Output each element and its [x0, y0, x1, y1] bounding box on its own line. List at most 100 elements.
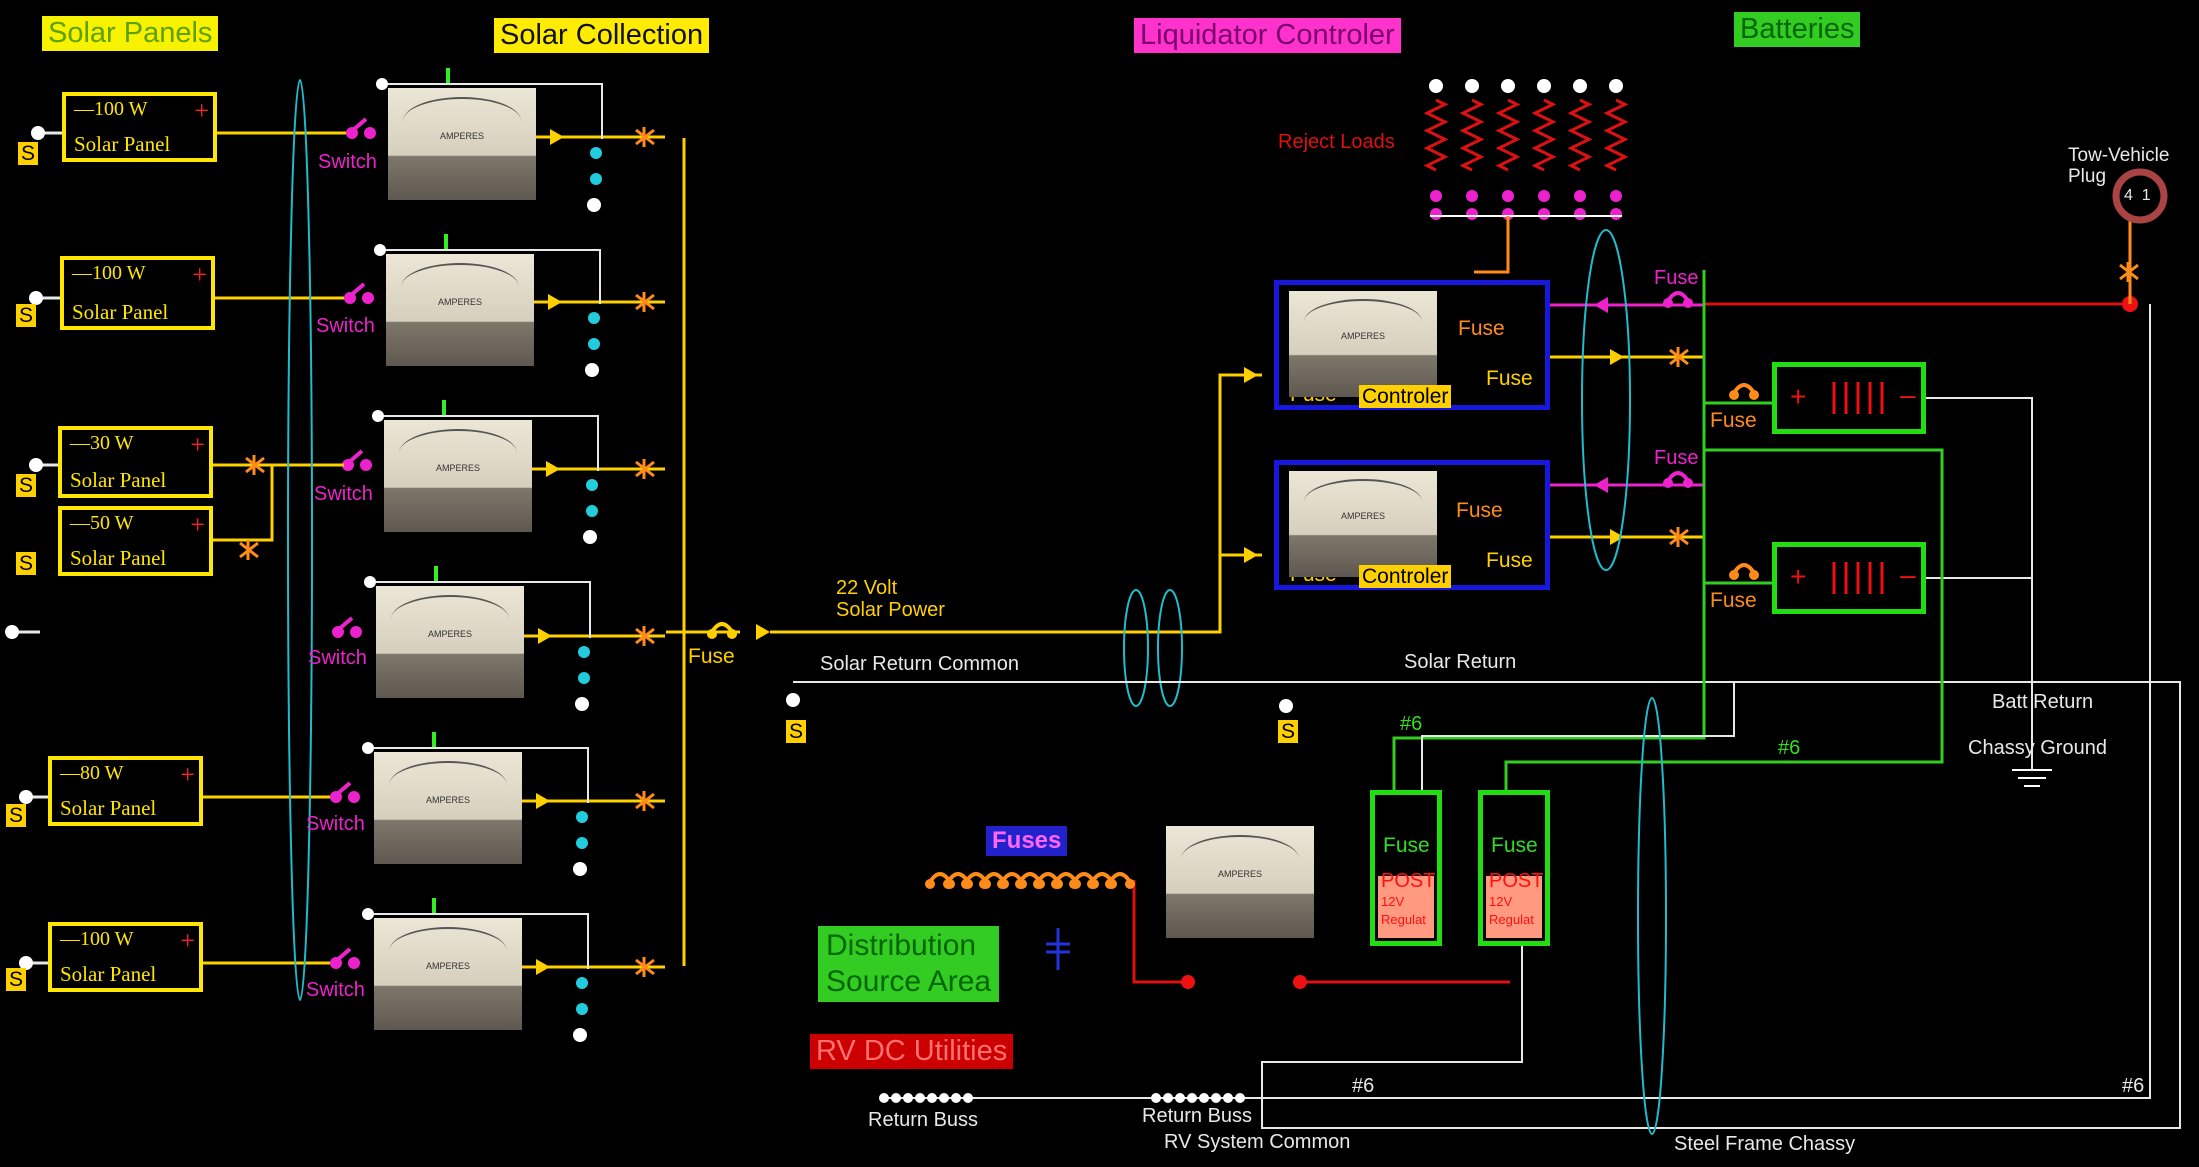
battery-cells-icon [1832, 562, 1884, 594]
diode-icon [635, 292, 655, 312]
solar-return-label: Solar Return [1404, 651, 1517, 673]
distribution-line-2: Source Area [826, 965, 992, 998]
solar-panel-3: —30 W Solar Panel + [58, 426, 213, 498]
switch-terminal [348, 791, 360, 803]
battery-2 [1772, 542, 1926, 614]
panel-terminal [19, 790, 33, 804]
fuse-label: Fuse [1456, 499, 1503, 522]
ground-tag: S [6, 804, 27, 827]
switch-terminal [364, 127, 376, 139]
ammeter-6: AMPERES [374, 918, 522, 1030]
fuse-label: Fuse [1710, 589, 1757, 612]
ground-terminal [573, 862, 587, 876]
switch-label: Switch [318, 151, 377, 173]
battery-minus-icon: – [1900, 559, 1916, 590]
panel-terminal [31, 126, 45, 140]
panel-name: Solar Panel [74, 132, 171, 156]
fuse-label: Fuse [1383, 834, 1430, 857]
ground-tag: S [786, 720, 807, 743]
plus-icon: + [180, 926, 195, 955]
fuse-label: Fuse [1458, 317, 1505, 340]
section-rv-dc-utilities: RV DC Utilities [810, 1034, 1014, 1069]
switch-icon [346, 449, 364, 465]
diode-icon [2119, 262, 2139, 282]
plug-pins: 4 1 [2124, 187, 2151, 204]
panel-watt: —30 W [70, 432, 134, 454]
sense-wire [388, 83, 603, 139]
reject-feed [1474, 216, 1510, 274]
battery-plus-icon: + [1790, 561, 1806, 592]
fuse-label: Fuse [1486, 367, 1533, 390]
switch-label: Switch [308, 647, 367, 669]
reject-terminal [1538, 190, 1550, 202]
switch-terminal [350, 626, 362, 638]
buss-terminal [963, 1093, 973, 1103]
red-terminal [1181, 975, 1195, 989]
ground-tag: S [1278, 720, 1299, 743]
arrow-icon [1244, 547, 1258, 563]
ground-tag: S [16, 474, 37, 497]
capacitor-icon [1046, 928, 1070, 970]
diode-icon [1669, 347, 1689, 367]
post-feed-wire [1392, 270, 1706, 790]
solar-panel-6: —100 W Solar Panel + [48, 922, 203, 992]
cable-bundle-ellipse [1157, 589, 1183, 707]
post-volt: 12V [1489, 894, 1513, 909]
ammeter-3: AMPERES [384, 420, 532, 532]
section-fuses: Fuses [986, 826, 1068, 856]
resistor-icon [1603, 98, 1629, 172]
cyan-terminal [588, 338, 600, 350]
ground-terminal [575, 697, 589, 711]
plus-icon: + [180, 760, 195, 789]
fuse-icon [1732, 383, 1756, 395]
arrow-icon [536, 959, 550, 975]
arrow-icon [1610, 529, 1624, 545]
ground-tag: S [16, 304, 37, 327]
wire-gauge-label: #6 [1400, 713, 1423, 735]
cyan-terminal [588, 312, 600, 324]
switch-terminal [360, 459, 372, 471]
panel-terminal [19, 956, 33, 970]
controller-meter: AMPERES [1289, 291, 1437, 397]
controller-meter: AMPERES [1289, 471, 1437, 577]
reject-terminal [1430, 190, 1442, 202]
buss-terminal [879, 1093, 889, 1103]
plus-icon: + [192, 260, 207, 289]
return-buss-label: Return Buss [868, 1109, 979, 1131]
post-reg: Regulat [1381, 912, 1426, 927]
switch-icon [350, 117, 368, 133]
cyan-terminal [576, 837, 588, 849]
battery-minus-icon: – [1900, 379, 1916, 410]
switch-label: Switch [314, 483, 373, 505]
panel-name: Solar Panel [72, 300, 169, 324]
switch-label: Switch [316, 315, 375, 337]
switch-icon [334, 947, 352, 963]
panel-name: Solar Panel [60, 962, 157, 986]
meter-terminal [374, 244, 386, 256]
ground-terminal [573, 1028, 587, 1042]
rv-system-common-label: RV System Common [1164, 1131, 1351, 1153]
cyan-terminal [576, 811, 588, 823]
switch-icon [334, 781, 352, 797]
resistor-icon [1567, 98, 1593, 172]
panel-name: Solar Panel [70, 468, 167, 492]
post-feed-wire [1504, 448, 1944, 790]
sense-wire [384, 415, 599, 471]
ground-tag: S [6, 968, 27, 991]
meter-terminal [362, 742, 374, 754]
arrow-icon [548, 294, 562, 310]
solar-panel-4: —50 W Solar Panel + [58, 506, 213, 576]
panel-watt: —50 W [70, 512, 134, 534]
reject-terminal [1430, 208, 1442, 220]
ground-terminal [587, 198, 601, 212]
arrow-icon [1244, 367, 1258, 383]
post-title: POST [1381, 870, 1436, 892]
resistor-icon [1531, 98, 1557, 172]
solar-return-common-label: Solar Return Common [820, 653, 1019, 675]
fuse-label: Fuse [1491, 834, 1538, 857]
fuse-label: Fuse [1654, 267, 1699, 289]
ammeter-distribution: AMPERES [1166, 826, 1314, 938]
